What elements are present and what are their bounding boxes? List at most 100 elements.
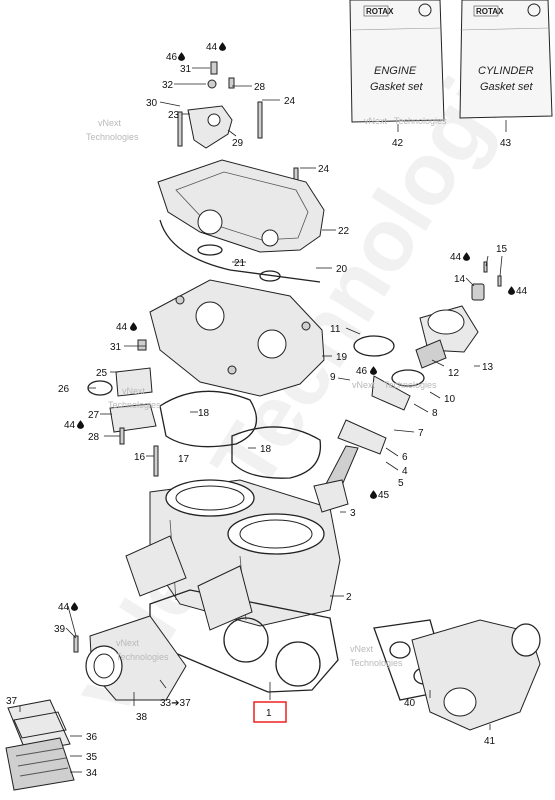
callout-30: 30 xyxy=(146,98,158,109)
rotax-emblem-icon xyxy=(418,3,432,17)
callout-35: 35 xyxy=(86,752,98,763)
watermark-company: Technologies xyxy=(86,132,139,142)
engine-bag-line1: ENGINE xyxy=(374,65,417,77)
callout-37: 37 xyxy=(6,696,18,707)
callout-labels: 1 2 3 4 6 5 7 8 9 10 11 12 13 14 15 16 1… xyxy=(6,42,528,779)
left-small-parts xyxy=(73,339,159,653)
oil-drop-icon xyxy=(178,52,185,61)
watermark-company: Technologies xyxy=(394,116,447,126)
callout-17: 17 xyxy=(178,454,190,465)
callout-33: 33➔37 xyxy=(160,698,191,709)
callout-1: 1 xyxy=(266,708,272,719)
callout-21: 21 xyxy=(234,258,246,269)
callout-46b: 46 xyxy=(356,366,368,377)
callout-38: 38 xyxy=(136,712,148,723)
watermark-brand: vNext xyxy=(352,380,376,390)
rotax-logo-box xyxy=(363,5,389,17)
callout-2: 2 xyxy=(346,592,352,603)
fitting-14 xyxy=(471,283,485,301)
cylinder-bag-line2: Gasket set xyxy=(480,81,534,93)
callout-12: 12 xyxy=(448,368,460,379)
callout-24b: 24 xyxy=(318,164,330,175)
rotax-emblem-icon xyxy=(527,3,541,17)
oil-drop-icon xyxy=(508,286,515,295)
oil-drop-icon xyxy=(77,420,84,429)
callout-4: 4 xyxy=(402,466,408,477)
nut-31 xyxy=(137,339,147,351)
callout-28b: 28 xyxy=(88,432,100,443)
oil-drop-icon xyxy=(130,322,137,331)
callout-44f: 44 xyxy=(516,286,528,297)
watermark-brand: vNext xyxy=(122,386,146,396)
callout-44b: 44 xyxy=(116,322,128,333)
cylinder-head-cover xyxy=(157,159,325,283)
watermark-company: Technologies xyxy=(108,400,161,410)
o-ring-11 xyxy=(353,335,395,357)
rotax-logo-box xyxy=(473,5,499,17)
callout-26: 26 xyxy=(58,384,70,395)
watermark-brand: vNext xyxy=(116,638,140,648)
callout-44c: 44 xyxy=(64,420,76,431)
callout-43: 43 xyxy=(500,138,512,149)
callout-32: 32 xyxy=(162,80,174,91)
watermark-brand: vNext xyxy=(364,116,388,126)
callout-13: 13 xyxy=(482,362,494,373)
reed-block-parts xyxy=(5,699,75,791)
housing-27 xyxy=(109,403,157,433)
oil-drop-icon xyxy=(219,42,226,51)
callout-44a: 44 xyxy=(206,42,218,53)
callout-16: 16 xyxy=(134,452,146,463)
bolt-39 xyxy=(73,635,79,653)
watermark-company: Technologies xyxy=(384,380,437,390)
watermark-company: Technologies xyxy=(116,652,169,662)
o-ring-21b xyxy=(259,270,281,282)
callout-6: 6 xyxy=(402,452,408,463)
spring-12 xyxy=(415,339,447,369)
callout-18a: 18 xyxy=(198,408,210,419)
callout-31a: 31 xyxy=(180,64,192,75)
piston-8 xyxy=(371,375,411,411)
callout-5: 5 xyxy=(398,478,404,489)
cover-6 xyxy=(337,419,387,455)
oil-drop-icon xyxy=(370,490,377,499)
head-o-rings xyxy=(159,390,322,479)
callout-14: 14 xyxy=(454,274,466,285)
watermark-brand: vNext xyxy=(98,118,122,128)
oil-drop-icon xyxy=(370,366,377,375)
gasket-10 xyxy=(391,369,425,387)
callout-34: 34 xyxy=(86,768,98,779)
engine-bag-brand: ROTAX xyxy=(366,7,394,16)
oil-drop-icon xyxy=(463,252,470,261)
callout-45: 45 xyxy=(378,490,390,501)
bolt-16 xyxy=(153,445,159,477)
callout-44d: 44 xyxy=(58,602,70,613)
callout-44e: 44 xyxy=(450,252,462,263)
leader-lines xyxy=(19,67,507,773)
cylinder-head xyxy=(149,279,325,397)
callout-28a: 28 xyxy=(254,82,266,93)
thermostat-25 xyxy=(115,367,153,397)
callout-15: 15 xyxy=(496,244,508,255)
callout-20: 20 xyxy=(336,264,348,275)
callout-41: 41 xyxy=(484,736,496,747)
callout-19: 19 xyxy=(336,352,348,363)
callout-22: 22 xyxy=(338,226,350,237)
engine-bag-line2: Gasket set xyxy=(370,81,424,93)
callout-10: 10 xyxy=(444,394,456,405)
watermark-labels: vNext Technologies vNext Technologies vN… xyxy=(86,116,447,668)
callout-24a: 24 xyxy=(284,96,296,107)
callout-27: 27 xyxy=(88,410,100,421)
callout-40: 40 xyxy=(404,698,416,709)
oil-drop-icon xyxy=(71,602,78,611)
watermark-brand: vNext xyxy=(350,644,374,654)
callout-25: 25 xyxy=(96,368,108,379)
watermark-company: Technologies xyxy=(350,658,403,668)
callout-36: 36 xyxy=(86,732,98,743)
valve-3 xyxy=(313,479,349,513)
intake-reed-manifolds xyxy=(85,535,253,701)
cylinder-gasket-set-bag: ROTAX CYLINDER Gasket set xyxy=(459,0,553,119)
bolt-28 xyxy=(119,427,125,445)
cylinder-block xyxy=(149,479,341,627)
callout-39: 39 xyxy=(54,624,66,635)
